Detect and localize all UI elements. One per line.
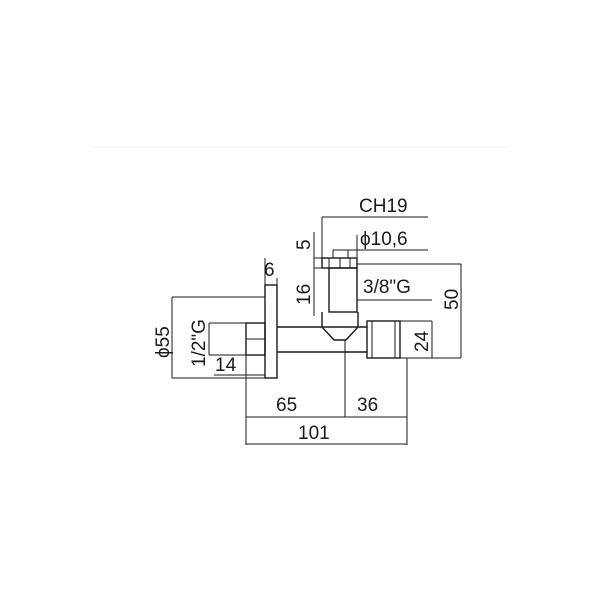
spindle (328, 267, 358, 313)
dim-stem-height: 16 (294, 284, 315, 305)
dim-flange-thickness: 6 (264, 260, 275, 281)
dim-diameter-small: ϕ10,6 (360, 229, 408, 250)
wall-flange (264, 284, 278, 379)
stem-cone (321, 312, 359, 341)
dim-ch19: CH19 (359, 196, 408, 217)
dim-outlet-diameter: 24 (412, 330, 433, 352)
dim-length-right: 36 (357, 395, 378, 416)
dimension-lines (171, 216, 462, 445)
dim-inlet-length: 14 (215, 355, 237, 376)
dim-flange-diameter: ϕ55 (153, 326, 174, 358)
valve-outline (245, 257, 401, 379)
outlet-nut (366, 320, 401, 359)
dim-length-left: 65 (276, 395, 297, 416)
dim-overall-height: 50 (442, 289, 463, 310)
dim-outlet-thread: 3/8"G (363, 277, 411, 298)
dim-top-gap: 5 (294, 239, 315, 250)
dim-overall-length: 101 (298, 423, 330, 444)
dim-inlet-thread: 1/2"G (189, 319, 210, 367)
